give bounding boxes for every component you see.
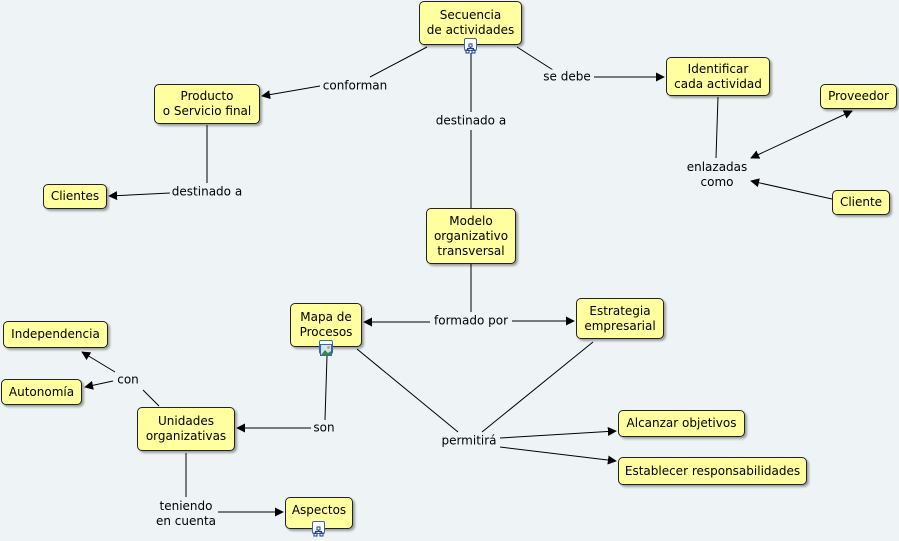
image-icon[interactable]: [319, 340, 333, 356]
line-secuencia-conforman: [369, 46, 428, 78]
concept-map-icon[interactable]: [312, 521, 325, 537]
node-estrategia-empresarial[interactable]: Estrategia empresarial: [576, 298, 664, 339]
node-cliente[interactable]: Cliente: [832, 190, 890, 215]
link-label-destinado-a: destinado a: [433, 113, 509, 129]
link-label-teniendo-en-cuenta: teniendo en cuenta: [153, 499, 219, 529]
node-producto-servicio-final[interactable]: Producto o Servicio final: [154, 84, 260, 124]
line-identificar-enlazadas: [715, 96, 719, 159]
line-con-autonomia: [84, 380, 114, 390]
line-destinado-clientes: [108, 191, 171, 201]
link-label-destinado-a-clientes: destinado a: [169, 184, 245, 200]
concept-map-icon[interactable]: [464, 38, 477, 54]
line-conforman-producto: [261, 85, 321, 100]
node-autonomia[interactable]: Autonomía: [1, 379, 82, 405]
line-enlazadas-proveedor: [750, 110, 853, 159]
link-label-enlazadas-como: enlazadas como: [684, 160, 750, 190]
line-mapa-son: [324, 355, 328, 421]
node-identificar-cada-actividad[interactable]: Identificar cada actividad: [666, 57, 770, 96]
link-label-son: son: [311, 420, 337, 436]
line-mapa-permitira: [356, 348, 459, 433]
line-permitira-establecer: [499, 446, 617, 465]
line-con-independencia: [81, 351, 116, 373]
line-permitira-alcanzar: [499, 426, 617, 439]
node-modelo-organizativo-transversal[interactable]: Modelo organizativo transversal: [426, 208, 516, 264]
node-establecer-responsabilidades[interactable]: Establecer responsabilidades: [618, 457, 807, 485]
link-label-conforman: conforman: [320, 78, 390, 94]
node-alcanzar-objetivos[interactable]: Alcanzar objetivos: [618, 410, 745, 437]
node-mapa-de-procesos[interactable]: Mapa de Procesos: [290, 303, 362, 347]
node-unidades-organizativas[interactable]: Unidades organizativas: [137, 407, 235, 451]
line-estrategia-permitira: [481, 341, 594, 433]
node-clientes[interactable]: Clientes: [43, 184, 107, 209]
line-unidades-con: [142, 389, 160, 407]
link-label-formado-por: formado por: [432, 313, 510, 329]
line-enlazadas-cliente: [750, 178, 833, 200]
link-label-con: con: [115, 372, 141, 388]
node-independencia[interactable]: Independencia: [3, 321, 108, 348]
link-label-se-debe: se debe: [541, 69, 593, 85]
link-label-permitira: permitirá: [439, 433, 499, 449]
line-secuencia-sedebe: [516, 46, 554, 71]
node-proveedor[interactable]: Proveedor: [820, 84, 897, 109]
